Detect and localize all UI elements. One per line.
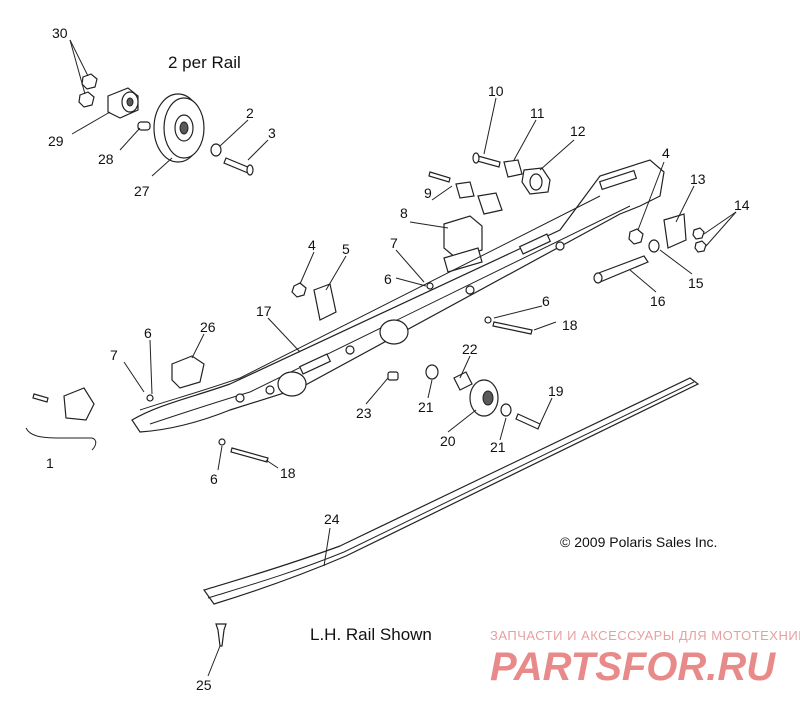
caption-per-rail: 2 per Rail bbox=[168, 53, 241, 72]
callout-7-upper: 7 bbox=[390, 235, 398, 251]
rail-tip-1 bbox=[63, 387, 95, 421]
callout-15: 15 bbox=[688, 275, 704, 291]
upper-hardware bbox=[428, 152, 707, 284]
callout-28: 28 bbox=[98, 151, 114, 167]
wear-strip-24 bbox=[203, 377, 700, 647]
spacer-15 bbox=[648, 239, 660, 253]
callout-25: 25 bbox=[196, 677, 212, 693]
bracket-13 bbox=[663, 213, 687, 249]
washer-21-right bbox=[500, 403, 512, 417]
nut-4-right bbox=[628, 228, 644, 245]
rail-body-17 bbox=[131, 159, 665, 433]
bolt-near-9 bbox=[428, 171, 451, 183]
callout-18-upper: 18 bbox=[562, 317, 578, 333]
callout-23: 23 bbox=[356, 405, 372, 421]
suspension-rail bbox=[32, 159, 665, 463]
nut-30-lower bbox=[78, 91, 95, 108]
callout-3: 3 bbox=[268, 125, 276, 141]
bolt-18-lower bbox=[230, 447, 269, 463]
callout-7-left: 7 bbox=[110, 347, 118, 363]
spacer-22 bbox=[453, 371, 473, 391]
callout-1: 1 bbox=[46, 455, 54, 471]
nut-4-left bbox=[291, 282, 307, 298]
callout-6-lower: 6 bbox=[210, 471, 218, 487]
callout-19: 19 bbox=[548, 383, 564, 399]
bolt-18-upper bbox=[492, 321, 533, 335]
screw-14b bbox=[694, 240, 707, 253]
leader-lines bbox=[25, 39, 737, 677]
callout-26: 26 bbox=[200, 319, 216, 335]
callout-10: 10 bbox=[488, 83, 504, 99]
callout-6-right: 6 bbox=[542, 293, 550, 309]
stop-block-8 bbox=[443, 215, 483, 259]
callout-9: 9 bbox=[424, 185, 432, 201]
copyright-text: © 2009 Polaris Sales Inc. bbox=[560, 534, 717, 550]
washer-6-left bbox=[146, 394, 154, 402]
callout-13: 13 bbox=[690, 171, 706, 187]
nut-30-upper bbox=[81, 73, 98, 90]
watermark-tagline: ЗАПЧАСТИ И АКСЕССУАРЫ ДЛЯ МОТОТЕХНИКИ bbox=[490, 628, 800, 643]
block-26 bbox=[171, 355, 205, 389]
caption-rail-shown: L.H. Rail Shown bbox=[310, 625, 432, 644]
callout-24: 24 bbox=[324, 511, 340, 527]
callout-14: 14 bbox=[734, 197, 750, 213]
callout-11: 11 bbox=[530, 105, 545, 121]
bolt-10 bbox=[476, 155, 501, 168]
washer-21-left bbox=[425, 364, 439, 380]
callout-21-right: 21 bbox=[490, 439, 506, 455]
watermark-logo: PARTSFOR.RU bbox=[490, 645, 776, 689]
callout-18-lower: 18 bbox=[280, 465, 296, 481]
spacer-28 bbox=[137, 121, 151, 131]
spacer-23 bbox=[387, 371, 399, 381]
callout-2: 2 bbox=[246, 105, 254, 121]
bushing-11 bbox=[503, 159, 523, 178]
washer-2 bbox=[210, 143, 222, 157]
rivet-25 bbox=[215, 623, 227, 647]
callout-22: 22 bbox=[462, 341, 478, 357]
callout-27: 27 bbox=[134, 183, 150, 199]
bolt-3 bbox=[223, 157, 251, 174]
bolt-19 bbox=[515, 413, 541, 430]
callout-29: 29 bbox=[48, 133, 64, 149]
bumper-near-9 bbox=[477, 192, 503, 215]
callout-4-left: 4 bbox=[308, 237, 316, 253]
screw-14a bbox=[692, 227, 705, 240]
callout-4-right: 4 bbox=[662, 145, 670, 161]
callout-17: 17 bbox=[256, 303, 272, 319]
callout-5: 5 bbox=[342, 241, 350, 257]
callout-6-upper: 6 bbox=[384, 271, 392, 287]
callout-numbers: 30 29 28 27 2 3 10 11 12 9 8 4 13 14 15 … bbox=[46, 25, 750, 693]
callout-20: 20 bbox=[440, 433, 456, 449]
idler-wheel-assembly bbox=[78, 73, 254, 176]
callout-21-left: 21 bbox=[418, 399, 434, 415]
mount-bracket-5 bbox=[313, 283, 337, 321]
callout-16: 16 bbox=[650, 293, 666, 309]
callout-8: 8 bbox=[400, 205, 408, 221]
stop-bracket-8 bbox=[443, 247, 483, 273]
bushing-near-9 bbox=[455, 181, 475, 199]
callout-12: 12 bbox=[570, 123, 586, 139]
washer-6-upper bbox=[426, 282, 434, 290]
callout-30: 30 bbox=[52, 25, 68, 41]
callout-6-left: 6 bbox=[144, 325, 152, 341]
